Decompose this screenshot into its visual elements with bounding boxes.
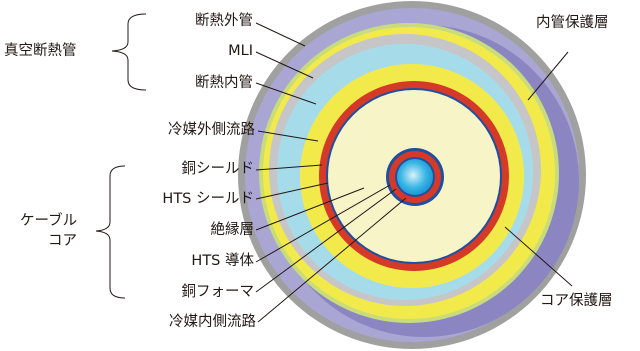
label-cable-core-line1: ケーブル bbox=[20, 213, 78, 229]
label-copper-shield: 銅シールド bbox=[181, 161, 255, 177]
cable-group-brace bbox=[95, 165, 126, 299]
leader-copper-shield bbox=[255, 164, 323, 171]
label-vacuum-insulated-pipe: 真空断熱管 bbox=[4, 43, 77, 59]
leader-outer-pipe bbox=[255, 22, 306, 47]
leader-inner-pipe-protection bbox=[527, 51, 569, 101]
leader-copper-former bbox=[255, 188, 397, 293]
leader-hts-shield bbox=[255, 182, 329, 200]
label-copper-former: 銅フォーマ bbox=[181, 284, 255, 300]
label-outer-insulation-pipe: 断熱外管 bbox=[195, 13, 253, 29]
label-inner-insulation-pipe: 断熱内管 bbox=[195, 75, 253, 91]
leader-core-protection bbox=[504, 226, 573, 287]
label-cable-core-line2: コア bbox=[48, 233, 77, 249]
label-inner-coolant-channel: 冷媒内側流路 bbox=[169, 314, 256, 330]
label-mli: MLI bbox=[228, 43, 253, 59]
label-insulation-layer: 絶縁層 bbox=[210, 222, 255, 238]
vacuum-group-brace bbox=[111, 13, 147, 91]
leader-coolant-inner bbox=[257, 197, 407, 323]
inner-coolant-channel bbox=[397, 159, 433, 195]
label-inner-pipe-protection-layer: 内管保護層 bbox=[536, 15, 609, 31]
label-hts-conductor: HTS 導体 bbox=[191, 253, 254, 269]
leader-inner-pipe bbox=[255, 82, 317, 105]
label-core-protection-layer: コア保護層 bbox=[540, 293, 613, 309]
leader-insulation bbox=[255, 187, 365, 231]
leader-coolant-outer bbox=[257, 130, 319, 142]
label-hts-shield: HTS シールド bbox=[162, 191, 254, 207]
label-outer-coolant-channel: 冷媒外側流路 bbox=[168, 122, 255, 138]
leader-hts-conductor bbox=[255, 184, 391, 263]
leader-mli bbox=[255, 51, 314, 79]
